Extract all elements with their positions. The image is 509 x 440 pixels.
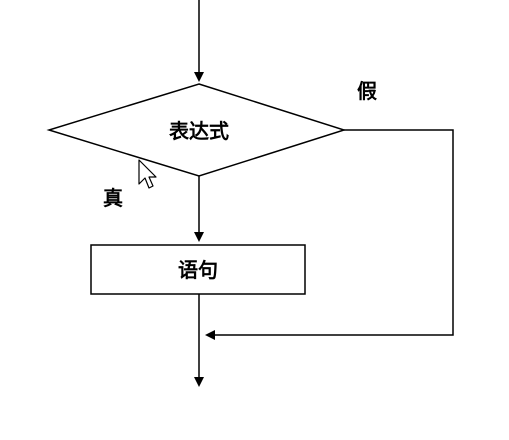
mouse-pointer-icon <box>138 159 157 189</box>
false-branch-label: 假 <box>357 79 378 103</box>
condition-label: 表达式 <box>169 119 229 143</box>
statement-box <box>90 244 306 295</box>
false-branch-path <box>205 129 454 340</box>
statement-label: 语句 <box>178 258 218 282</box>
true-branch-label: 真 <box>103 186 123 210</box>
